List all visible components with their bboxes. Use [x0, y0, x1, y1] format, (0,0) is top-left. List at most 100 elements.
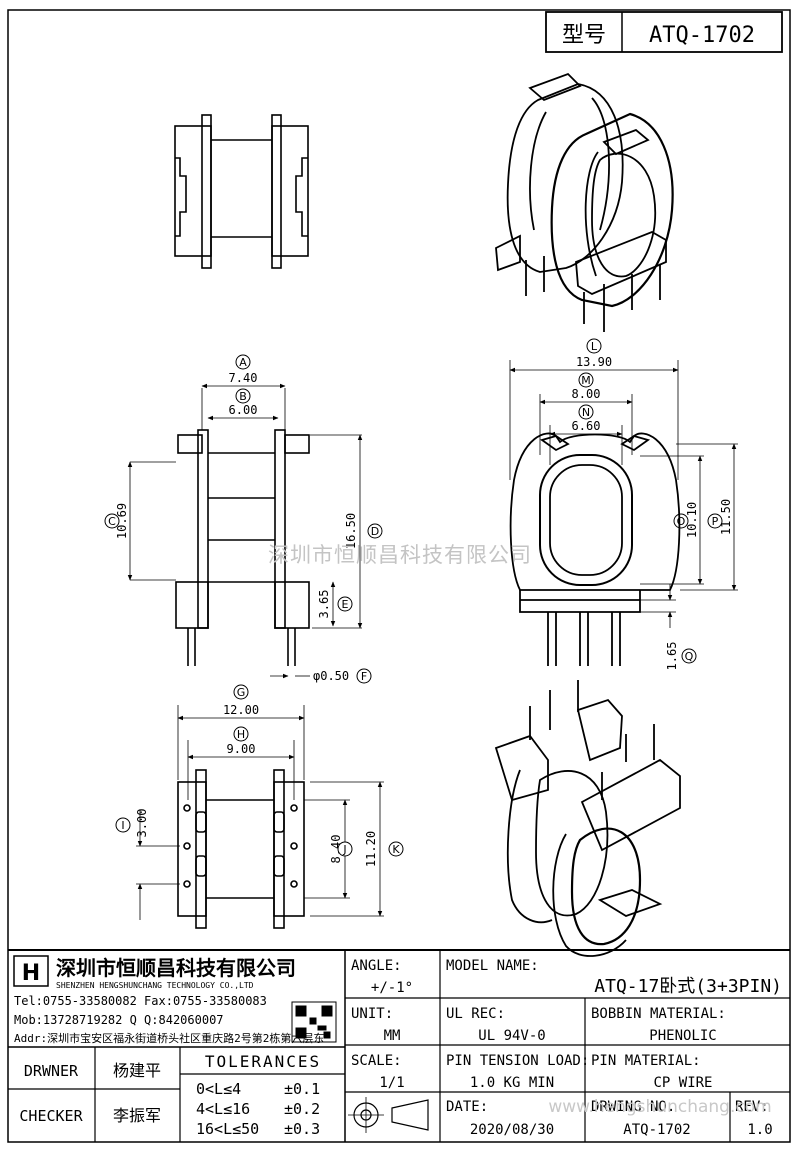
tag-a: A	[235, 354, 251, 370]
svg-text:K: K	[392, 843, 400, 856]
tag-l: L	[586, 338, 602, 354]
dim-p-value: 11.50	[719, 499, 733, 535]
checker-label: CHECKER	[19, 1107, 83, 1125]
drawing-no-value: ATQ-1702	[623, 1122, 690, 1138]
bobbin-label: BOBBIN MATERIAL:	[591, 1006, 726, 1022]
company-logo: H	[13, 955, 49, 987]
ul-value: UL 94V-0	[478, 1028, 545, 1044]
angle-label: ANGLE:	[351, 958, 402, 974]
scale-value: 1/1	[379, 1075, 404, 1091]
pin-tension-label: PIN TENSION LOAD:	[446, 1053, 589, 1069]
svg-text:A: A	[239, 356, 247, 369]
top-view	[174, 114, 309, 269]
tag-d: D	[367, 523, 383, 539]
drawer-label: DRWNER	[24, 1062, 79, 1080]
dim-d-value: 16.50	[344, 513, 358, 549]
tag-p: P	[707, 513, 723, 529]
dim-g-value: 12.00	[223, 703, 259, 717]
tag-k: K	[388, 841, 404, 857]
svg-text:B: B	[239, 390, 247, 403]
company-info: 深圳市恒顺昌科技有限公司 SHENZHEN HENGSHUNCHANG TECH…	[14, 956, 324, 1045]
dim-e-value: 3.65	[317, 590, 331, 619]
model-value: ATQ-1702	[649, 23, 755, 48]
header-model-box: 型号 ATQ-1702	[545, 11, 783, 53]
model-name-label: MODEL NAME:	[446, 958, 539, 974]
svg-text:H: H	[237, 728, 245, 741]
front-view	[175, 429, 310, 666]
tol-value-2: ±0.2	[284, 1100, 320, 1118]
bobbin-value: PHENOLIC	[649, 1028, 716, 1044]
watermark-center: 深圳市恒顺昌科技有限公司	[268, 543, 532, 567]
sheet-border	[7, 9, 791, 1143]
dim-c-value: 10.69	[115, 503, 129, 539]
tag-b: B	[235, 388, 251, 404]
dim-m-value: 8.00	[572, 387, 601, 401]
svg-text:H: H	[22, 961, 40, 986]
tag-j: J	[337, 841, 353, 857]
company-tel-fax: Tel:0755-33580082 Fax:0755-33580083	[14, 994, 267, 1008]
svg-text:N: N	[582, 406, 590, 419]
pin-material-label: PIN MATERIAL:	[591, 1053, 701, 1069]
tag-q: Q	[681, 648, 697, 664]
pin-tension-value: 1.0 KG MIN	[470, 1075, 554, 1091]
tolerances-title: TOLERANCES	[205, 1052, 321, 1071]
watermark-footer: www.hengshunchang.com	[548, 1097, 771, 1117]
dim-b-value: 6.00	[229, 403, 258, 417]
tol-value-1: ±0.1	[284, 1080, 320, 1098]
model-label: 型号	[562, 23, 606, 48]
svg-text:Q: Q	[685, 650, 694, 663]
checker-name: 李振军	[113, 1106, 161, 1125]
svg-text:P: P	[712, 515, 719, 528]
drawing-no-label: DRWING NO.	[591, 1099, 675, 1115]
rev-label: REV:	[735, 1099, 769, 1115]
dim-i-value: 3.00	[135, 809, 149, 838]
dimension-lines	[127, 360, 738, 920]
tag-f: F	[356, 668, 372, 684]
dim-k-value: 11.20	[364, 831, 378, 867]
dim-h-value: 9.00	[227, 742, 256, 756]
date-label: DATE:	[446, 1099, 488, 1115]
title-block	[8, 949, 790, 1142]
side-view	[509, 432, 681, 666]
dim-f-value: φ0.50	[313, 669, 349, 683]
dimension-values: 7.40 6.00 10.69 16.50 3.65 φ0.50 12.00 9…	[115, 355, 733, 867]
ul-label: UL REC:	[446, 1006, 505, 1022]
company-name-cn: 深圳市恒顺昌科技有限公司	[56, 956, 296, 980]
tag-h: H	[233, 726, 249, 742]
unit-label: UNIT:	[351, 1006, 393, 1022]
company-mob-qq: Mob:13728719282 Q Q:842060007	[14, 1013, 224, 1027]
unit-value: MM	[384, 1028, 401, 1044]
svg-text:G: G	[237, 686, 246, 699]
pin-material-value: CP WIRE	[653, 1075, 712, 1091]
tag-c: C	[104, 513, 120, 529]
dim-a-value: 7.40	[229, 371, 258, 385]
dim-o-value: 10.10	[685, 502, 699, 538]
svg-text:C: C	[108, 515, 116, 528]
svg-text:I: I	[121, 819, 124, 832]
tag-g: G	[233, 684, 249, 700]
tag-e: E	[337, 596, 353, 612]
dim-j-value: 8.40	[329, 835, 343, 864]
tol-value-3: ±0.3	[284, 1120, 320, 1138]
company-address: Addr:深圳市宝安区福永街道桥头社区重庆路2号第2栋第六层东	[14, 1031, 324, 1045]
date-value: 2020/08/30	[470, 1122, 554, 1138]
tag-n: N	[578, 404, 594, 420]
svg-text:F: F	[361, 670, 367, 683]
angle-value: +/-1°	[371, 980, 413, 996]
rev-value: 1.0	[747, 1122, 772, 1138]
company-name-en: SHENZHEN HENGSHUNCHANG TECHNOLOGY CO.,LT…	[56, 981, 254, 990]
model-name-value: ATQ-17卧式(3+3PIN)	[594, 976, 782, 997]
tol-range-1: 0<L≤4	[196, 1080, 241, 1098]
iso-view-bottom	[494, 680, 681, 957]
dim-n-value: 6.60	[572, 419, 601, 433]
dimension-tags: A B C D E F G H I J K L M N O P Q	[104, 338, 723, 857]
svg-text:D: D	[371, 525, 379, 538]
dim-l-value: 13.90	[576, 355, 612, 369]
svg-text:J: J	[342, 843, 346, 856]
tol-range-3: 16<L≤50	[196, 1120, 259, 1138]
tag-i: I	[115, 817, 131, 833]
bottom-view	[177, 769, 305, 929]
tol-range-2: 4<L≤16	[196, 1100, 250, 1118]
scale-label: SCALE:	[351, 1053, 402, 1069]
svg-text:L: L	[591, 340, 598, 353]
